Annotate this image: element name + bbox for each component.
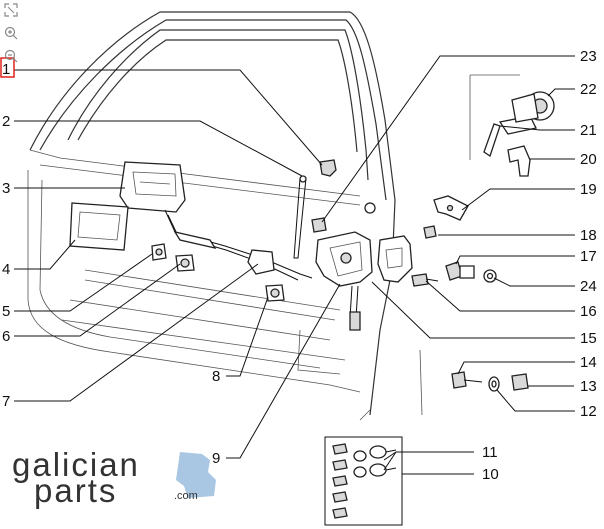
lock-bracket	[433, 195, 469, 221]
callout-11[interactable]: 11	[482, 444, 498, 461]
callout-20[interactable]: 20	[580, 151, 597, 168]
screw-14	[451, 371, 483, 389]
callout-19[interactable]: 19	[580, 181, 597, 198]
callout-6[interactable]: 6	[2, 328, 10, 345]
zoom-in-icon[interactable]	[4, 26, 18, 40]
callout-14[interactable]: 14	[580, 354, 597, 371]
lock-cylinder	[511, 91, 555, 123]
callout-15[interactable]: 15	[580, 330, 597, 347]
lock-striker	[377, 235, 413, 283]
nut-13	[511, 373, 529, 391]
rod-clip	[319, 159, 337, 177]
door-outline	[27, 11, 520, 421]
zoom-toolbar	[4, 3, 20, 72]
screw-18	[423, 225, 437, 239]
logo-word-galician: galician	[12, 446, 140, 483]
callout-7[interactable]: 7	[2, 393, 10, 410]
callout-4[interactable]: 4	[2, 261, 10, 278]
callout-10[interactable]: 10	[482, 466, 499, 483]
logo-suffix: .com	[174, 490, 198, 502]
callout-21[interactable]: 21	[580, 122, 597, 139]
logo-map-shape	[176, 452, 216, 498]
callout-22[interactable]: 22	[580, 81, 597, 98]
retaining-clip	[507, 145, 531, 177]
callout-24[interactable]: 24	[580, 278, 597, 295]
control-cable	[164, 209, 313, 281]
grommet-8	[265, 284, 285, 302]
callout-9[interactable]: 9	[212, 450, 220, 467]
callout-2[interactable]: 2	[2, 113, 10, 130]
grommet-6	[175, 254, 195, 272]
inner-handle-housing	[119, 161, 186, 213]
callout-1[interactable]: 1	[2, 61, 10, 78]
callout-labels: 1 2 3 4 5 6 7 8 9 10 11 12 13 14 15 16 2…	[0, 48, 597, 483]
screw-16	[411, 273, 439, 287]
bolt-17	[445, 261, 475, 281]
callout-17[interactable]: 17	[580, 248, 597, 265]
repair-kit-box	[324, 436, 403, 526]
lock-rod	[293, 175, 307, 259]
zoom-out-icon[interactable]	[4, 49, 18, 63]
door-lock-mechanism	[315, 231, 373, 331]
fullscreen-icon[interactable]	[4, 3, 18, 17]
washer-12	[488, 376, 500, 392]
callout-16[interactable]: 16	[580, 303, 597, 320]
callout-18[interactable]: 18	[580, 227, 597, 244]
callout-5[interactable]: 5	[2, 303, 10, 320]
grommet-5	[151, 243, 167, 261]
handle-bezel	[69, 202, 129, 251]
logo-word-parts: parts	[34, 472, 118, 509]
callout-23[interactable]: 23	[580, 48, 597, 65]
leader-lines	[14, 55, 575, 475]
callout-12[interactable]: 12	[580, 403, 597, 420]
callout-3[interactable]: 3	[2, 180, 10, 197]
callout-8[interactable]: 8	[212, 368, 220, 385]
galicianparts-logo: galician parts .com	[12, 446, 222, 516]
callout-13[interactable]: 13	[580, 378, 597, 395]
washer-24	[483, 269, 497, 283]
